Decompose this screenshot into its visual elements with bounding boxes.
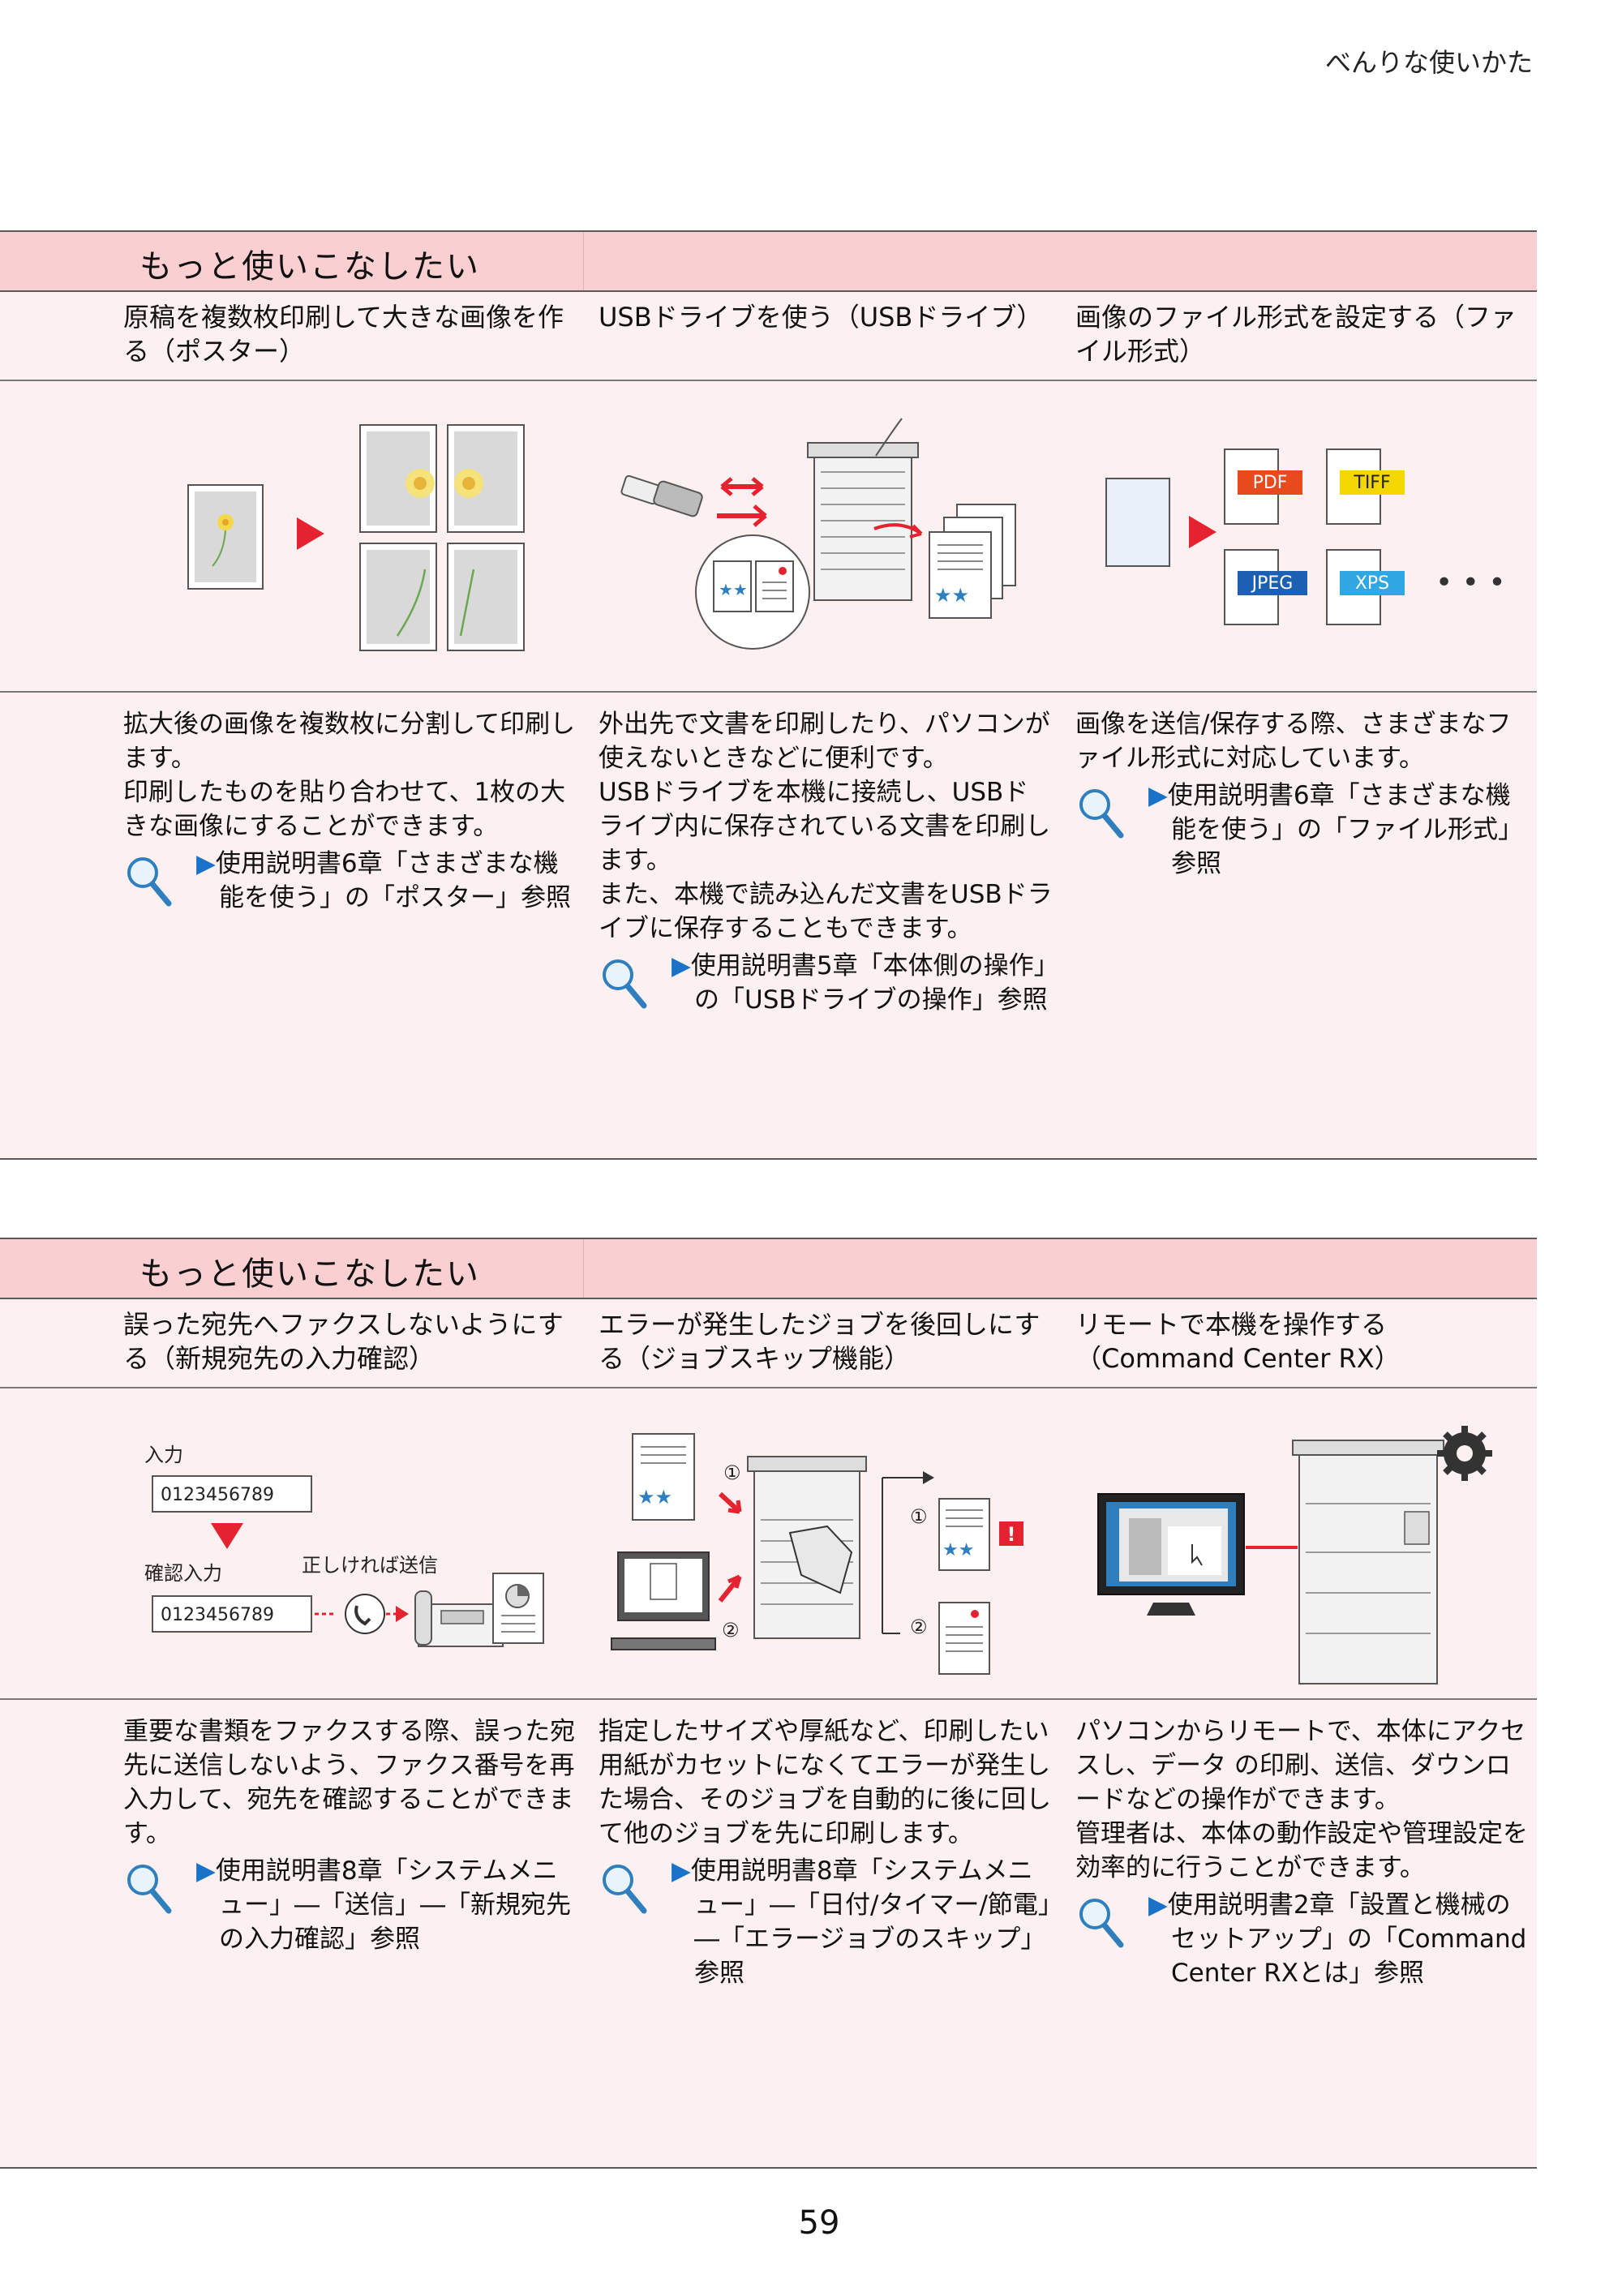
magnifier-icon bbox=[603, 1865, 647, 1914]
fax-confirm-illustration: 入力 0123456789 確認入力 正しければ送信 0123456789 bbox=[144, 1444, 544, 1647]
manual-reference: ▶使用説明書8章「システムメニュー」―「送信」―「新規宛先の入力確認」参照 bbox=[123, 1854, 577, 1956]
feature-desc-usb: 外出先で文書を印刷したり、パソコンが使えないときなどに便利です。 USBドライブ… bbox=[599, 707, 1053, 1017]
feature-desc-poster: 拡大後の画像を複数枚に分割して印刷します。 印刷したものを貼り合わせて、1枚の大… bbox=[123, 707, 577, 915]
illustration-row: 入力 0123456789 確認入力 正しければ送信 0123456789 bbox=[0, 1390, 1537, 1700]
fax-machine-icon bbox=[414, 1590, 504, 1647]
step-2-output-label: ② bbox=[910, 1616, 928, 1638]
phone-icon bbox=[345, 1594, 385, 1634]
xps-label: XPS bbox=[1355, 573, 1389, 594]
feature-title-poster: 原稿を複数枚印刷して大きな画像を作る（ポスター） bbox=[123, 302, 564, 367]
section-2: もっと使いこなしたい 誤った宛先へファクスしないようにする（新規宛先の入力確認）… bbox=[0, 1238, 1537, 2169]
feature-desc-fax-confirm: 重要な書類をファクスする際、誤った宛先に送信しないよう、ファクス番号を再入力して… bbox=[123, 1714, 577, 1956]
illustration-row: ★★ ★★ PDF TIF bbox=[0, 383, 1537, 693]
cursor-icon bbox=[1191, 1544, 1203, 1566]
jpeg-label: JPEG bbox=[1251, 573, 1294, 594]
section-header-bar: もっと使いこなしたい bbox=[0, 1239, 1537, 1299]
arrow-down-icon bbox=[211, 1523, 243, 1549]
input-label: 入力 bbox=[144, 1444, 183, 1466]
feature-title-command-center: リモートで本機を操作する（Command Center RX） bbox=[1075, 1309, 1401, 1374]
svg-text:!: ! bbox=[1007, 1523, 1016, 1546]
section-1: もっと使いこなしたい 原稿を複数枚印刷して大きな画像を作る（ポスター） USBド… bbox=[0, 230, 1537, 1160]
job-skip-illustration: ★★ ① ② ① bbox=[611, 1433, 1023, 1675]
feature-desc-job-skip: 指定したサイズや厚紙など、印刷したい用紙がカセットになくてエラーが発生した場合、… bbox=[599, 1714, 1053, 1990]
poster-illustration bbox=[187, 424, 525, 651]
feature-titles-row: 原稿を複数枚印刷して大きな画像を作る（ポスター） USBドライブを使う（USBド… bbox=[0, 294, 1537, 381]
svg-text:★★: ★★ bbox=[637, 1486, 672, 1508]
step-2-label: ② bbox=[722, 1619, 740, 1642]
manual-reference: ▶使用説明書5章「本体側の操作」の「USBドライブの操作」参照 bbox=[599, 949, 1053, 1017]
file-format-illustration: PDF TIFF JPEG XPS • • • bbox=[1105, 448, 1506, 625]
chapter-label: べんりな使いかた bbox=[1324, 47, 1533, 78]
svg-text:★★: ★★ bbox=[719, 580, 748, 599]
svg-text:★★: ★★ bbox=[934, 584, 969, 607]
computer-monitor-icon bbox=[1097, 1493, 1245, 1616]
computer-monitor-icon bbox=[611, 1551, 716, 1650]
fax-number-confirm-field: 0123456789 bbox=[161, 1605, 274, 1625]
feature-desc-command-center: パソコンからリモートで、本体にアクセスし、データ の印刷、送信、ダウンロードなど… bbox=[1075, 1714, 1530, 1990]
jpeg-badge bbox=[1238, 571, 1307, 595]
xps-badge bbox=[1340, 571, 1405, 595]
ok-send-label: 正しければ送信 bbox=[302, 1554, 438, 1577]
svg-text:★★: ★★ bbox=[942, 1540, 974, 1560]
page-number: 59 bbox=[798, 2204, 840, 2242]
error-icon bbox=[999, 1521, 1023, 1546]
magnifier-icon bbox=[1079, 789, 1124, 839]
feature-title-job-skip: エラーが発生したジョブを後回しにする（ジョブスキップ機能） bbox=[599, 1309, 1041, 1374]
magnifier-icon bbox=[127, 857, 172, 907]
feature-title-usb: USBドライブを使う（USBドライブ） bbox=[599, 302, 1043, 333]
section-title: もっと使いこなしたい bbox=[139, 248, 480, 285]
manual-reference: ▶使用説明書6章「さまざまな機能を使う」の「ファイル形式」参照 bbox=[1075, 779, 1530, 881]
manual-reference: ▶使用説明書2章「設置と機械のセットアップ」の「Command Center R… bbox=[1075, 1888, 1530, 1990]
pdf-badge bbox=[1238, 470, 1302, 495]
folder-icon bbox=[788, 1525, 853, 1594]
tiff-badge bbox=[1340, 470, 1405, 495]
usb-drive-icon bbox=[620, 474, 703, 517]
step-1-output-label: ① bbox=[910, 1505, 928, 1528]
magnifier-icon bbox=[603, 959, 647, 1009]
mfp-printer-icon bbox=[807, 442, 919, 601]
feature-desc-file-format: 画像を送信/保存する際、さまざまなファイル形式に対応しています。 ▶使用説明書6… bbox=[1075, 707, 1530, 881]
more-formats-dots: • • • bbox=[1435, 566, 1506, 599]
feature-title-fax-confirm: 誤った宛先へファクスしないようにする（新規宛先の入力確認） bbox=[123, 1309, 564, 1374]
feature-title-file-format: 画像のファイル形式を設定する（ファイル形式） bbox=[1075, 302, 1517, 367]
step-1-label: ① bbox=[723, 1461, 741, 1484]
arrow-right-icon bbox=[297, 517, 324, 550]
feature-titles-row: 誤った宛先へファクスしないようにする（新規宛先の入力確認） エラーが発生したジョ… bbox=[0, 1301, 1537, 1388]
gear-icon bbox=[1437, 1426, 1492, 1481]
tiff-label: TIFF bbox=[1353, 473, 1390, 493]
section-header-bar: もっと使いこなしたい bbox=[0, 232, 1537, 292]
fax-number-field: 0123456789 bbox=[161, 1485, 274, 1505]
magnifier-icon bbox=[127, 1865, 172, 1914]
confirm-input-label: 確認入力 bbox=[144, 1562, 222, 1585]
flower-icon bbox=[212, 514, 234, 567]
manual-reference: ▶使用説明書6章「さまざまな機能を使う」の「ポスター」参照 bbox=[123, 847, 577, 915]
section-title: もっと使いこなしたい bbox=[139, 1255, 480, 1293]
manual-reference: ▶使用説明書8章「システムメニュー」―「日付/タイマー/節電」―「エラージョブの… bbox=[599, 1854, 1053, 1990]
command-center-illustration bbox=[1097, 1426, 1492, 1684]
pdf-label: PDF bbox=[1253, 473, 1288, 493]
mfp-printer-icon bbox=[1292, 1440, 1444, 1684]
arrow-right-icon bbox=[1189, 516, 1216, 548]
magnifier-icon bbox=[1079, 1899, 1124, 1948]
usb-illustration: ★★ ★★ bbox=[620, 418, 1016, 650]
